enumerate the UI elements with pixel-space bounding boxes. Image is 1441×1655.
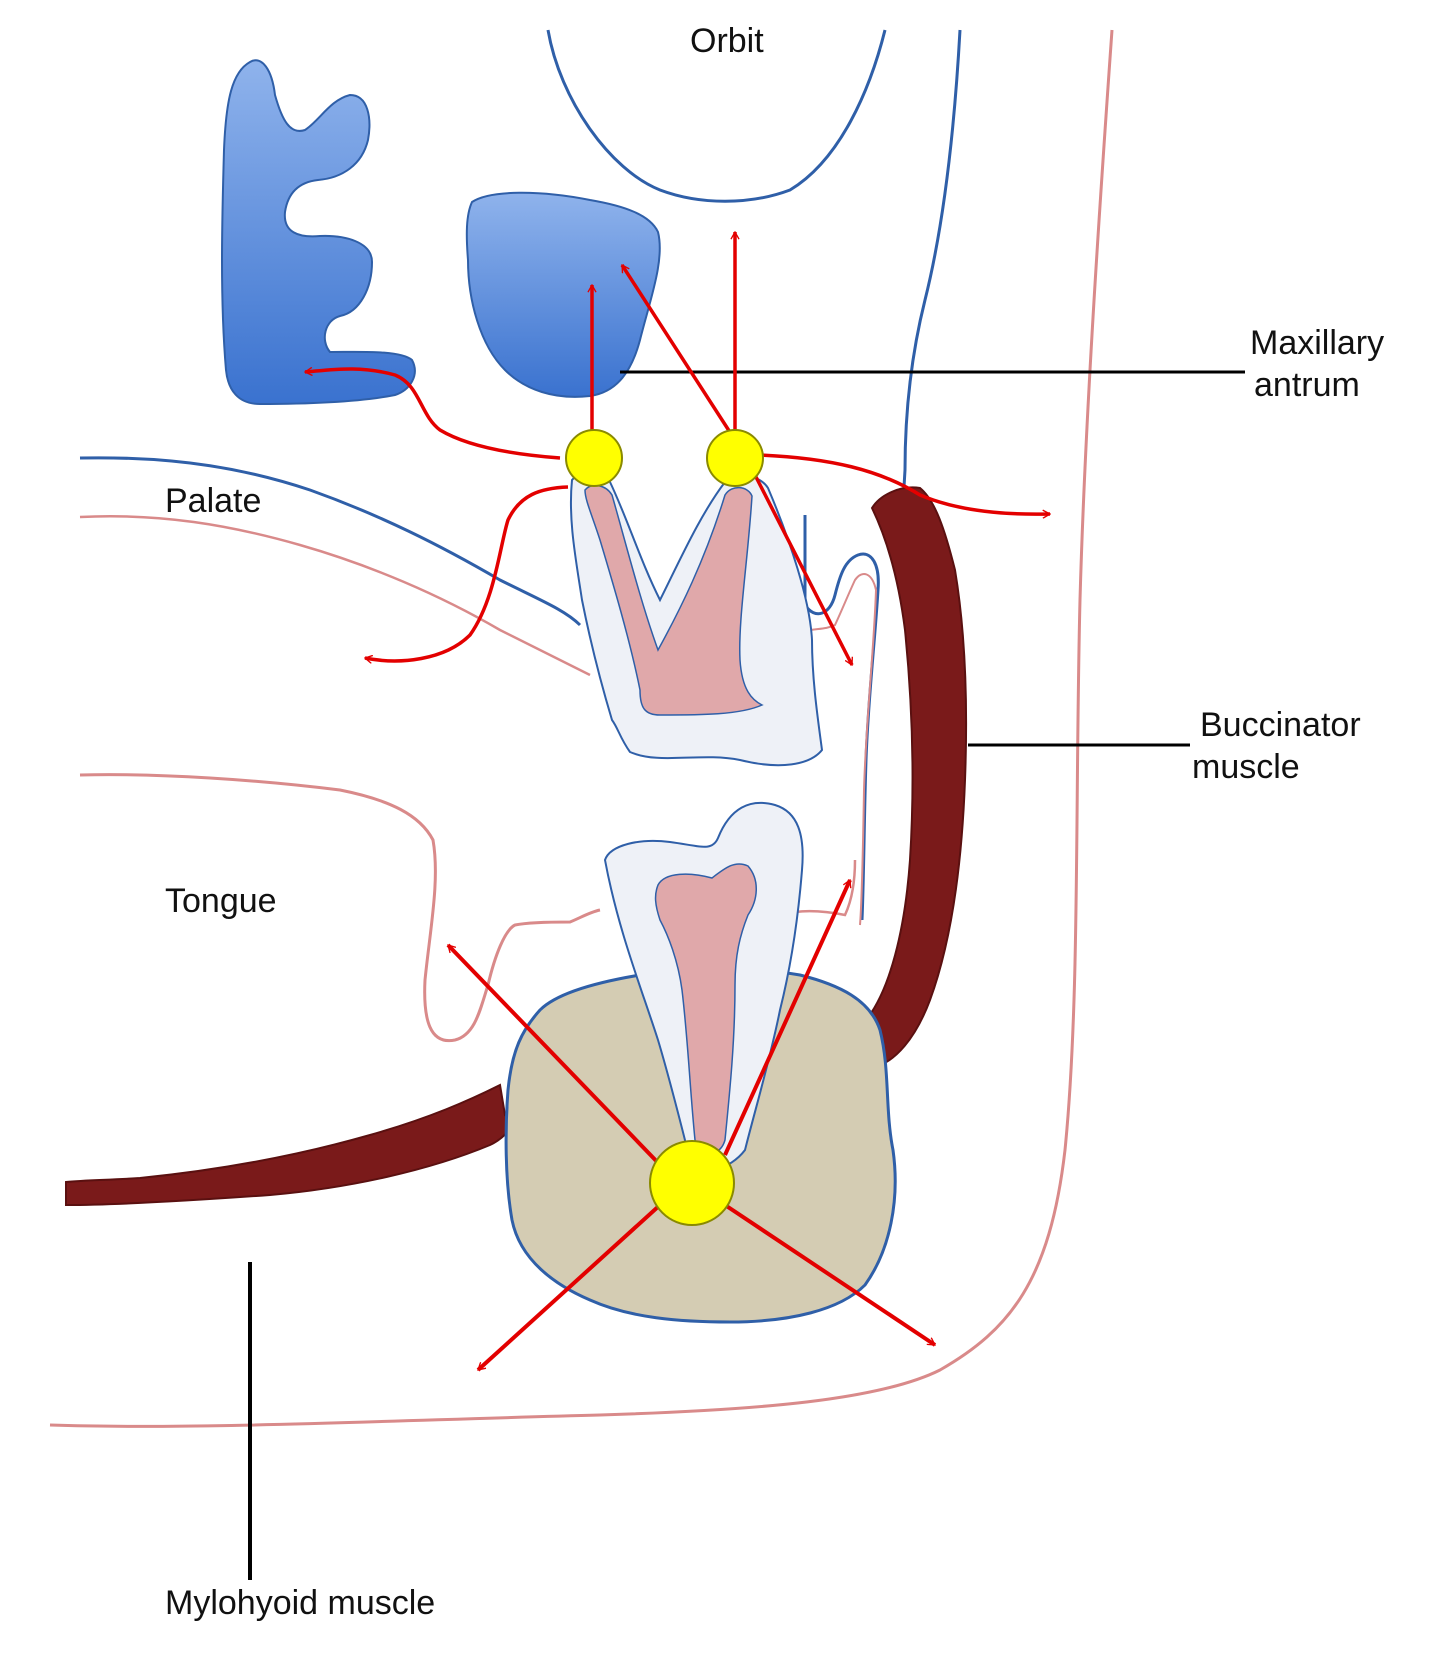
arrow-to-submandibular-medial [476, 1203, 662, 1372]
tongue-outline [79, 773, 601, 1043]
arrow-to-vestibule [753, 474, 854, 665]
upper-infection-focus-palatal [565, 429, 623, 487]
mylohyoid-muscle [65, 1083, 522, 1207]
label-orbit: Orbit [690, 22, 764, 60]
arrow-to-lower-vestibule [723, 880, 852, 1156]
upper-mucosa-pink [799, 573, 878, 926]
orbit-outline [546, 29, 887, 203]
lower-buccal-mucosa [794, 859, 857, 917]
label-buccinator-muscle: Buccinator muscle [1192, 704, 1361, 788]
label-buccinator-line1: Buccinator [1200, 706, 1361, 744]
lower-infection-focus [649, 1140, 735, 1226]
label-tongue: Tongue [165, 882, 277, 920]
nasal-bone-shape [221, 59, 416, 406]
upper-infection-focus-buccal [706, 429, 764, 487]
label-maxillary-antrum: Maxillary antrum [1250, 322, 1384, 406]
upper-tooth-pulp [584, 484, 764, 716]
label-maxillary-antrum-line2: antrum [1254, 366, 1360, 404]
arrow-to-submandibular-lateral [723, 1203, 935, 1347]
buccinator-muscle [864, 486, 968, 1068]
label-mylohyoid-muscle: Mylohyoid muscle [165, 1584, 436, 1622]
palate-mucosa-line [79, 514, 591, 677]
arrow-to-antrum-2 [620, 265, 737, 441]
arrow-to-palate [365, 485, 569, 661]
arrow-to-sublingual [446, 943, 667, 1172]
upper-spread-arrows [305, 232, 1050, 665]
arrow-to-buccal-space [759, 453, 1050, 514]
label-palate: Palate [165, 482, 262, 520]
lower-tooth-pulp [654, 863, 757, 1155]
lower-spread-arrows [446, 880, 935, 1372]
label-buccinator-line2: muscle [1192, 748, 1300, 786]
maxillary-antrum-shape [465, 191, 661, 398]
palate-blue-line [79, 456, 582, 627]
maxilla-lateral-outline [902, 29, 962, 488]
arrow-to-nasal-cavity [305, 369, 561, 460]
upper-vestibule-outline [803, 515, 880, 921]
label-maxillary-antrum-line1: Maxillary [1250, 324, 1385, 362]
skin-outline [49, 29, 1114, 1428]
